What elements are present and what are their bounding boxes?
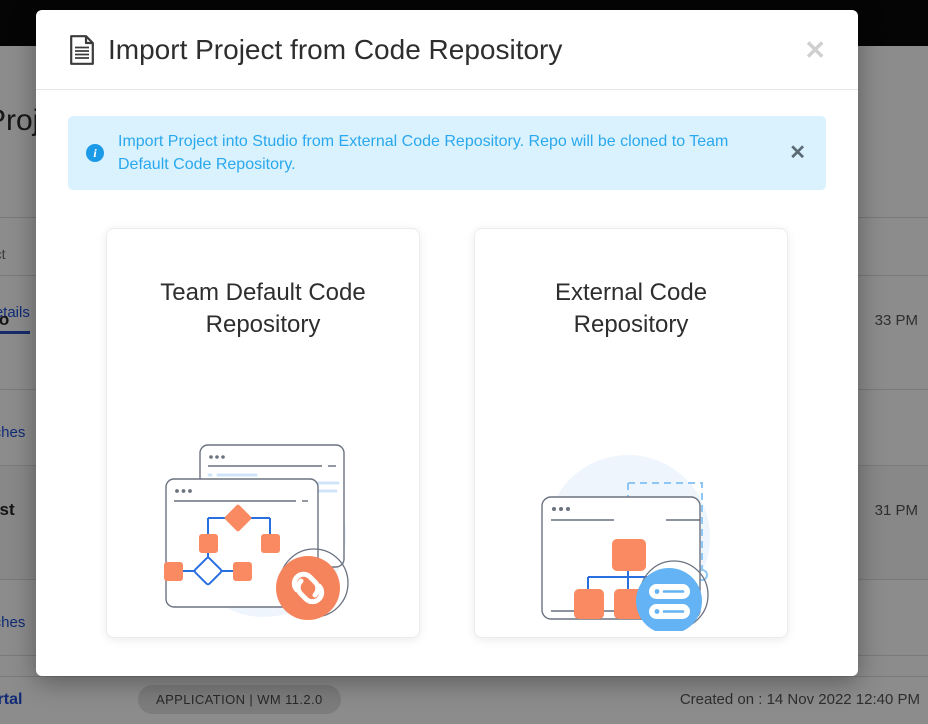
modal-title: Import Project from Code Repository (108, 33, 563, 65)
column-header-project: Project (0, 246, 6, 262)
import-project-modal: Import Project from Code Repository ✕ i … (36, 10, 858, 676)
document-icon (70, 34, 94, 65)
info-alert-message: Import Project into Studio from External… (118, 132, 729, 173)
card-title: External Code Repository (554, 279, 708, 339)
team-default-repository-illustration (164, 444, 349, 620)
alert-close-icon[interactable]: ✕ (783, 141, 812, 165)
tab-details[interactable]: Details (0, 304, 30, 334)
external-repository-illustration (541, 455, 710, 631)
row-time: 31 PM (874, 502, 918, 519)
page-footer: portal APPLICATION | WM 11.2.0 Created o… (0, 676, 928, 724)
info-icon: i (86, 144, 104, 162)
row-time: 33 PM (874, 312, 918, 329)
card-external-code-repository[interactable]: External Code Repository (474, 228, 788, 638)
link-icon (291, 571, 325, 605)
card-title: Team Default Code Repository (160, 279, 366, 339)
footer-portal-link[interactable]: portal (0, 691, 23, 708)
modal-header: Import Project from Code Repository ✕ (36, 10, 858, 90)
info-alert: i Import Project into Studio from Extern… (68, 116, 826, 190)
row-name: csTest (0, 500, 15, 519)
row-branches-link[interactable]: Branches (0, 614, 26, 631)
row-branches-link[interactable]: Branches (0, 424, 26, 441)
repository-options: Team Default Code Repository (68, 228, 826, 638)
application-version-badge: APPLICATION | WM 11.2.0 (138, 685, 341, 714)
created-on-label: Created on : 14 Nov 2022 12:40 PM (679, 691, 920, 708)
close-icon[interactable]: ✕ (798, 33, 832, 67)
row-name: Demo (0, 310, 10, 329)
card-team-default-code-repository[interactable]: Team Default Code Repository (106, 228, 420, 638)
modal-footer (36, 640, 858, 676)
modal-body: i Import Project into Studio from Extern… (36, 90, 858, 640)
